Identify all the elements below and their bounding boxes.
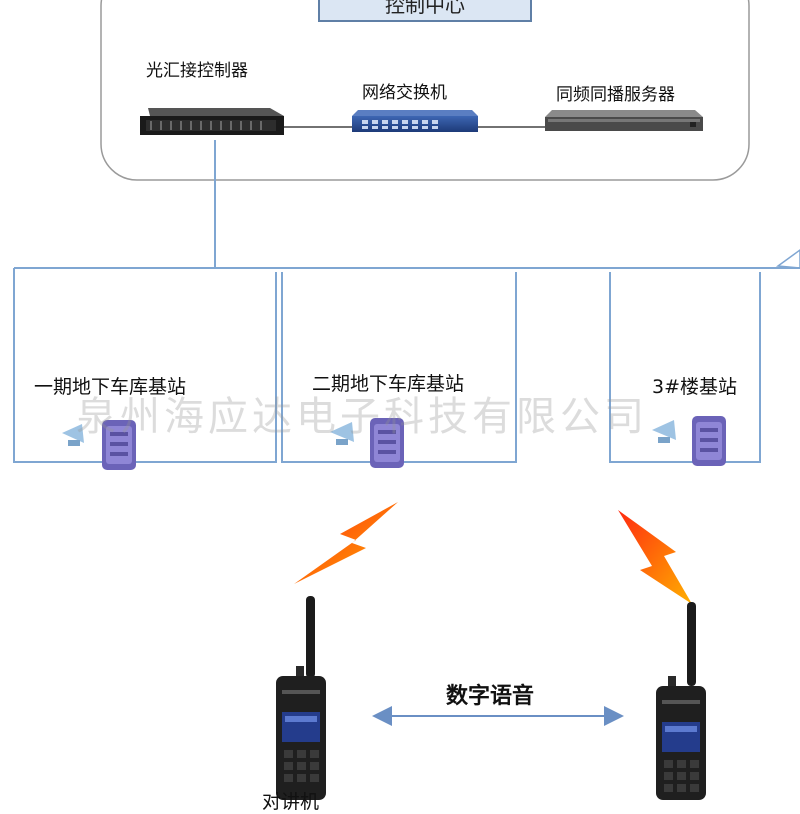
base-station-icon-3: [652, 416, 726, 466]
digital-voice-label: 数字语音: [446, 684, 535, 709]
radio-label: 对讲机: [262, 791, 320, 813]
walkie-talkie-left: [276, 596, 326, 800]
base-station-frame-1: [13, 268, 277, 463]
base-station-label-1: 一期地下车库基站: [34, 376, 187, 398]
optical-controller-label: 光汇接控制器: [146, 61, 248, 81]
broadcast-server-device: [545, 110, 703, 131]
control-center-title: 控制中心: [318, 0, 532, 22]
signal-lightning-right: [618, 510, 692, 604]
offscreen-shape: [775, 249, 800, 269]
base-station-frame-3: [609, 272, 761, 463]
walkie-talkie-right: [656, 602, 706, 800]
optical-controller-device: [140, 108, 284, 135]
network-switch-device: [352, 110, 478, 132]
base-station-icon-2: [330, 418, 404, 468]
signal-lightning-left: [294, 502, 398, 584]
network-switch-label: 网络交换机: [362, 83, 447, 103]
base-station-icon-1: [62, 420, 136, 470]
base-station-label-3: 3#楼基站: [652, 376, 738, 398]
broadcast-server-label: 同频同播服务器: [556, 85, 675, 105]
base-station-label-2: 二期地下车库基站: [312, 373, 465, 395]
